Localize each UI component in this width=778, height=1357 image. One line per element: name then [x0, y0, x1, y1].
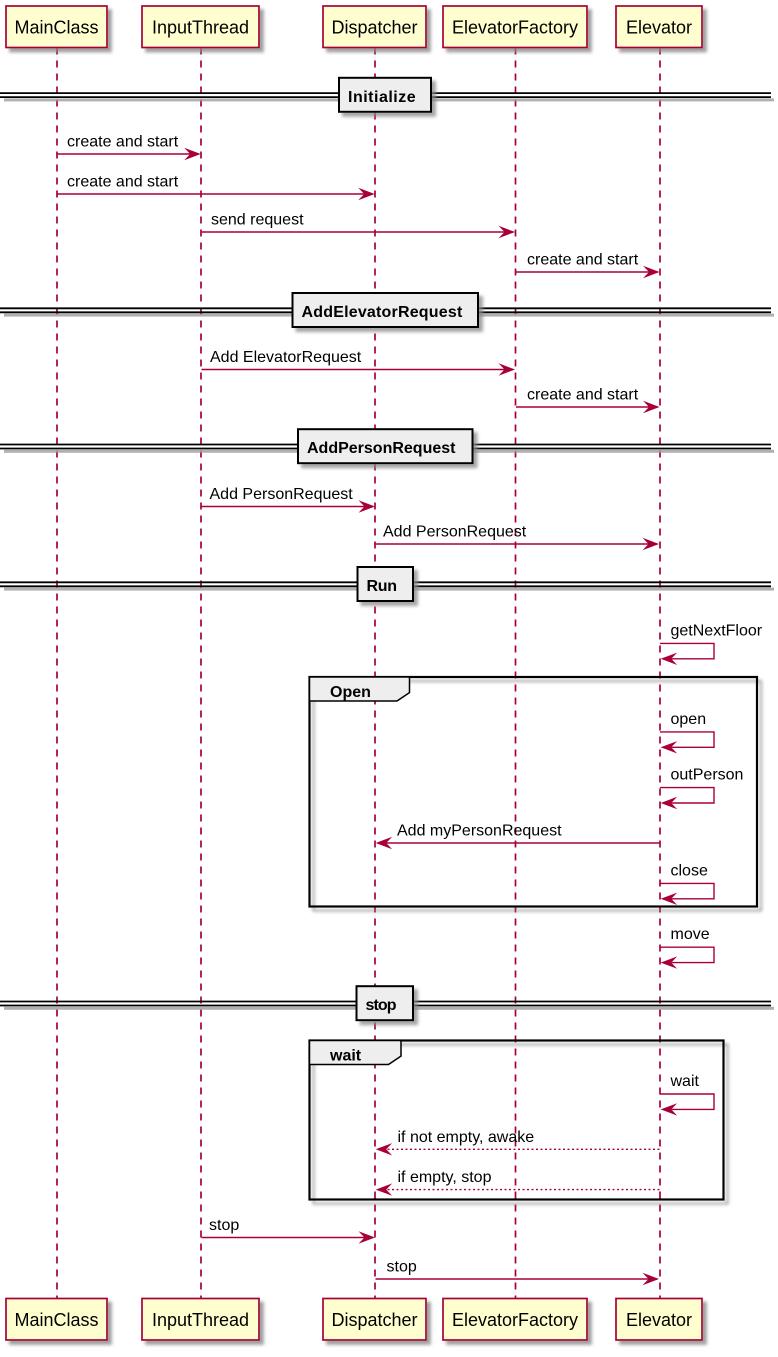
svg-text:wait: wait — [329, 1048, 362, 1065]
svg-text:Add PersonRequest: Add PersonRequest — [210, 486, 354, 503]
svg-text:ElevatorFactory: ElevatorFactory — [452, 1310, 578, 1330]
svg-text:create and start: create and start — [527, 252, 639, 269]
svg-text:getNextFloor: getNextFloor — [671, 622, 763, 639]
svg-text:Dispatcher: Dispatcher — [331, 1310, 417, 1330]
svg-text:stop: stop — [366, 997, 397, 1014]
svg-text:Dispatcher: Dispatcher — [331, 18, 417, 38]
svg-text:Initialize: Initialize — [348, 89, 416, 106]
svg-text:Elevator: Elevator — [626, 18, 692, 38]
svg-text:open: open — [671, 711, 707, 728]
svg-text:stop: stop — [209, 1217, 239, 1234]
svg-text:Add ElevatorRequest: Add ElevatorRequest — [210, 349, 362, 366]
svg-text:MainClass: MainClass — [14, 1310, 98, 1330]
svg-text:Elevator: Elevator — [626, 1310, 692, 1330]
svg-text:outPerson: outPerson — [671, 767, 744, 784]
svg-text:stop: stop — [387, 1259, 417, 1276]
svg-text:Add PersonRequest: Add PersonRequest — [383, 524, 527, 541]
svg-text:InputThread: InputThread — [152, 18, 249, 38]
svg-text:wait: wait — [670, 1073, 700, 1090]
svg-text:Add myPersonRequest: Add myPersonRequest — [397, 823, 562, 840]
svg-text:if empty, stop: if empty, stop — [398, 1169, 492, 1186]
svg-text:Open: Open — [330, 684, 371, 701]
svg-text:ElevatorFactory: ElevatorFactory — [452, 18, 578, 38]
svg-text:move: move — [671, 926, 710, 943]
svg-text:create and start: create and start — [527, 387, 639, 404]
svg-text:MainClass: MainClass — [14, 18, 98, 38]
svg-text:create and start: create and start — [67, 174, 179, 191]
svg-text:create and start: create and start — [67, 134, 179, 151]
svg-text:if not empty, awake: if not empty, awake — [398, 1129, 535, 1146]
svg-text:AddPersonRequest: AddPersonRequest — [307, 440, 456, 457]
svg-text:send request: send request — [211, 212, 304, 229]
svg-text:InputThread: InputThread — [152, 1310, 249, 1330]
svg-text:AddElevatorRequest: AddElevatorRequest — [302, 304, 463, 321]
svg-text:Run: Run — [367, 578, 397, 595]
svg-text:close: close — [671, 862, 708, 879]
